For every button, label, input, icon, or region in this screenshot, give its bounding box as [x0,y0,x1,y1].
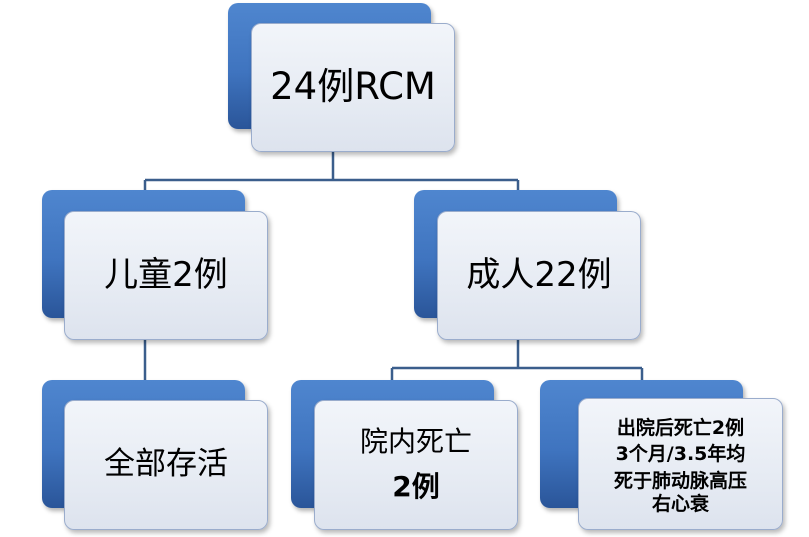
children-node-label: 儿童2例 [104,254,228,295]
root-node-box: 24例RCM [251,23,455,152]
inhospital-death-node-box: 院内死亡 2例 [314,400,518,530]
post-discharge-death-node-box: 出院后死亡2例 3个月/3.5年均 死于肺动脉高压 右心衰 [578,398,783,530]
survived-node-box: 全部存活 [64,400,268,530]
adults-node-label: 成人22例 [466,254,612,295]
children-node-box: 儿童2例 [64,211,268,340]
adults-node-box: 成人22例 [437,211,641,340]
post-discharge-line-2: 3个月/3.5年均 [615,443,746,466]
inhospital-death-line-2: 2例 [392,470,440,503]
root-node-label: 24例RCM [270,65,436,109]
inhospital-death-line-1: 院内死亡 [359,425,472,459]
post-discharge-line-3: 死于肺动脉高压 [613,469,747,492]
survived-node-label: 全部存活 [104,446,228,483]
post-discharge-line-4: 右心衰 [651,493,709,516]
post-discharge-line-1: 出院后死亡2例 [616,416,745,439]
